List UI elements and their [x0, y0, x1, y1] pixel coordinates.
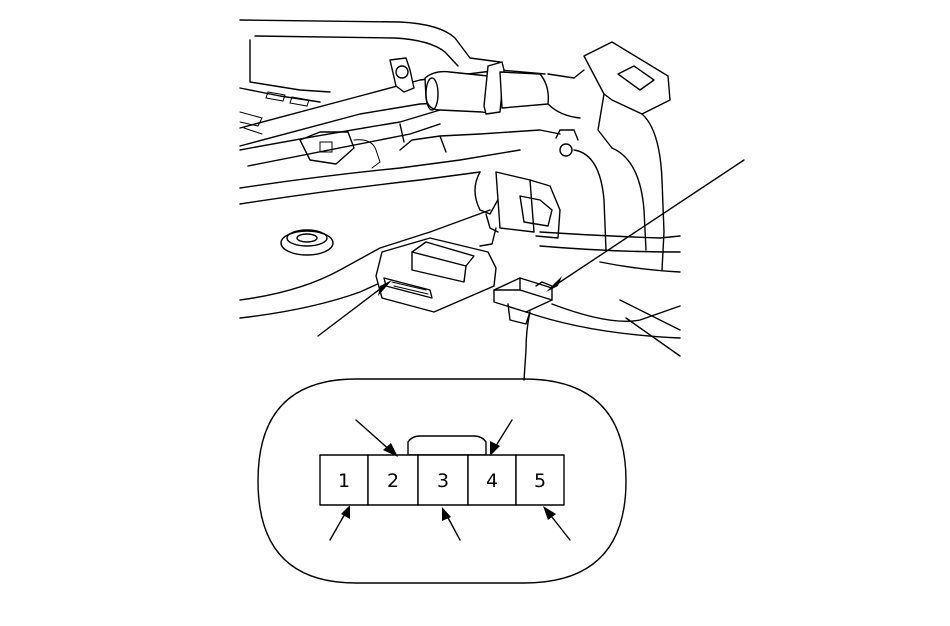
connector-face: 1 2 3 4 5	[319, 454, 565, 506]
vehicle-harness-illustration	[239, 19, 745, 381]
connector-lock-tab	[407, 435, 487, 456]
terminal-number-4: 4	[486, 470, 498, 492]
terminal-arrows	[329, 419, 571, 541]
terminal-cavity-2	[367, 454, 419, 506]
terminal-number-5: 5	[534, 470, 546, 492]
terminal-number-1: 1	[338, 470, 350, 492]
terminal-number-3: 3	[437, 470, 449, 492]
terminal-number-2: 2	[387, 470, 399, 492]
terminal-cavity-5	[515, 454, 565, 506]
terminal-cavity-4	[467, 454, 517, 506]
connector-callout: 1 2 3 4 5	[257, 378, 627, 584]
terminal-cavity-1	[319, 454, 369, 506]
callout-oval	[257, 378, 627, 584]
